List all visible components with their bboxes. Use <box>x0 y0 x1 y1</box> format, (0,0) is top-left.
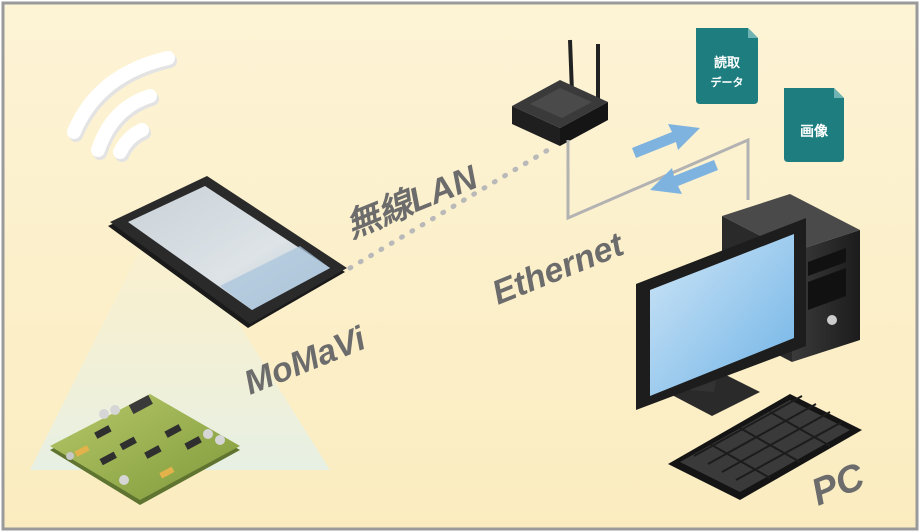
read-data-label-1: 読取 <box>714 55 741 71</box>
read-data-label-2: データ <box>711 75 744 89</box>
tablet-icon <box>108 176 347 328</box>
wifi-icon <box>67 51 177 162</box>
document-icon: 読取 データ <box>696 28 758 104</box>
monitor-icon <box>636 218 806 416</box>
keyboard-icon <box>668 394 862 500</box>
wireless-link <box>347 147 551 271</box>
image-label: 画像 <box>800 123 829 140</box>
router-icon <box>512 39 608 146</box>
circuit-board-icon <box>50 394 240 505</box>
arrow-icon <box>632 124 718 194</box>
ethernet-link <box>566 137 750 221</box>
document-icon: 画像 <box>784 88 844 162</box>
